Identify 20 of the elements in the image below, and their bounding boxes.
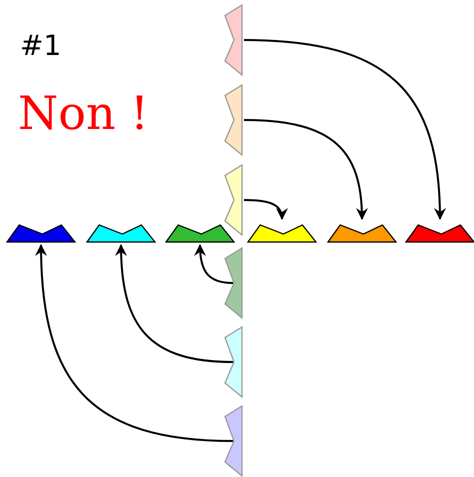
notched-trapezoid xyxy=(248,222,316,242)
curved-arrow xyxy=(194,244,234,284)
curved-arrow xyxy=(244,199,288,220)
notched-trapezoid xyxy=(222,406,242,476)
notched-trapezoid xyxy=(222,85,242,155)
notched-trapezoid xyxy=(87,222,155,242)
notched-trapezoid xyxy=(166,222,234,242)
notched-trapezoid xyxy=(222,248,242,318)
notched-trapezoid xyxy=(406,222,474,242)
curved-arrow xyxy=(244,119,368,220)
notched-trapezoid xyxy=(328,222,396,242)
notched-trapezoid xyxy=(222,5,242,75)
notched-trapezoid xyxy=(222,165,242,235)
exclamation-text: Non ! xyxy=(18,90,149,136)
curved-arrow xyxy=(115,244,234,363)
notched-trapezoid xyxy=(7,222,75,242)
curved-arrow xyxy=(35,244,234,442)
label-text: #1 xyxy=(20,32,62,60)
notched-trapezoid xyxy=(222,327,242,397)
curved-arrow xyxy=(244,39,446,220)
